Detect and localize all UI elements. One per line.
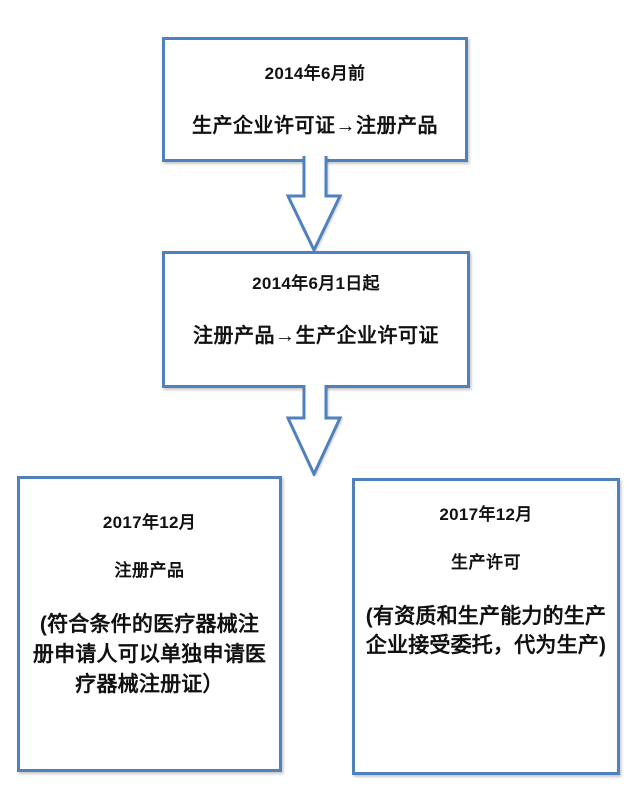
flow-box-stage2: 2014年6月1日起 注册产品→生产企业许可证 [162, 251, 470, 388]
note-line: 企业接受委托，代为生产) [365, 634, 607, 657]
down-arrow-icon [286, 385, 342, 476]
stage3-left-note: (符合条件的医疗器械注 册申请人可以单独申请医 疗器械注册证） [33, 610, 266, 700]
note-line: (有资质和生产能力的生产 [365, 605, 607, 628]
stage3-left-title: 2017年12月 [102, 513, 197, 532]
flow-box-stage3-production: 2017年12月 生产许可 (有资质和生产能力的生产 企业接受委托，代为生产) [352, 478, 620, 775]
down-arrow-icon [286, 156, 342, 252]
stage3-right-note: (有资质和生产能力的生产 企业接受委托，代为生产) [366, 602, 606, 660]
flow-box-stage1: 2014年6月前 生产企业许可证→注册产品 [162, 37, 468, 162]
stage1-flow-text: 生产企业许可证→注册产品 [192, 115, 438, 137]
note-line: 册申请人可以单独申请医 [32, 643, 267, 666]
stage2-flow-text: 注册产品→生产企业许可证 [193, 325, 439, 347]
note-line: 疗器械注册证） [75, 673, 224, 696]
flow-box-stage3-registration: 2017年12月 注册产品 (符合条件的医疗器械注 册申请人可以单独申请医 疗器… [17, 476, 282, 772]
note-line: (符合条件的医疗器械注 [39, 613, 260, 636]
stage1-title: 2014年6月前 [264, 64, 366, 83]
stage3-left-subtitle: 注册产品 [114, 561, 185, 580]
stage3-right-subtitle: 生产许可 [451, 553, 521, 572]
stage2-title: 2014年6月1日起 [252, 274, 380, 293]
stage3-right-title: 2017年12月 [439, 505, 533, 524]
